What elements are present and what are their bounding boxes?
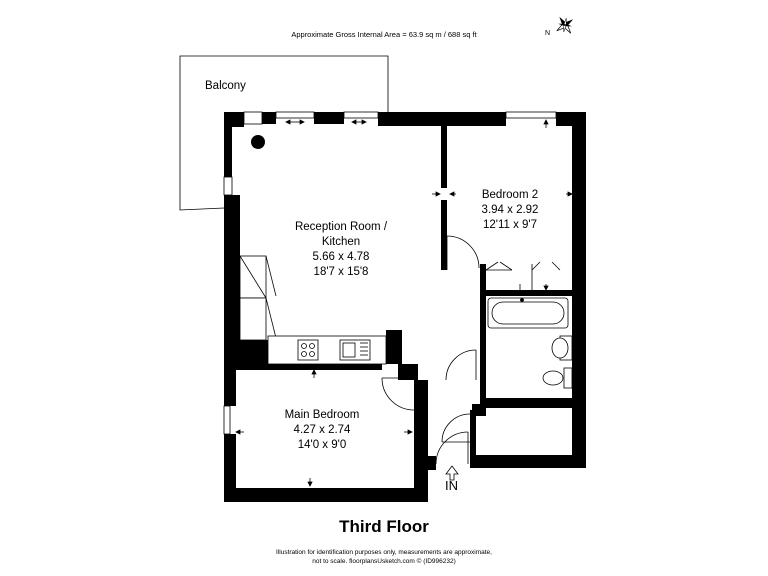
room-imperial-dimensions: 12'11 x 9'7 xyxy=(482,219,538,231)
room-imperial-dimensions: 14'0 x 9'0 xyxy=(297,439,347,451)
floor-title: Third Floor xyxy=(339,517,429,536)
room-label-bedroom-2: Bedroom 2 3.94 x 2.92 12'11 x 9'7 xyxy=(460,188,560,233)
room-name-line2: Kitchen xyxy=(321,236,361,248)
room-label-balcony: Balcony xyxy=(205,80,246,92)
entrance-arrow xyxy=(445,465,459,481)
compass-north-label: N xyxy=(545,30,551,37)
room-name-line1: Reception Room / xyxy=(294,221,388,233)
gross-internal-area-text: Approximate Gross Internal Area = 63.9 s… xyxy=(291,30,477,39)
walls xyxy=(224,112,586,502)
room-name: Bedroom 2 xyxy=(481,189,539,201)
dimension-arrows xyxy=(235,119,573,487)
bathroom-fixtures xyxy=(487,297,573,389)
balcony-outline xyxy=(179,55,389,211)
room-name: Main Bedroom xyxy=(284,409,360,421)
windows xyxy=(223,111,557,435)
entrance-label: IN xyxy=(445,478,458,493)
disclaimer: Illustration for identification purposes… xyxy=(0,549,768,566)
disclaimer-line-2: not to scale. floorplansUsketch.com © (I… xyxy=(312,557,456,565)
compass-rose-icon xyxy=(544,12,580,42)
room-metric-dimensions: 5.66 x 4.78 xyxy=(312,251,370,263)
room-metric-dimensions: 4.27 x 2.74 xyxy=(293,424,351,436)
room-label-main-bedroom: Main Bedroom 4.27 x 2.74 14'0 x 9'0 xyxy=(262,408,382,453)
round-column xyxy=(251,135,265,149)
disclaimer-line-1: Illustration for identification purposes… xyxy=(276,549,492,556)
room-metric-dimensions: 3.94 x 2.92 xyxy=(481,204,539,216)
room-imperial-dimensions: 18'7 x 15'8 xyxy=(313,266,369,278)
kitchen-units xyxy=(239,255,387,365)
doors xyxy=(381,235,561,465)
room-label-reception-kitchen: Reception Room / Kitchen 5.66 x 4.78 18'… xyxy=(266,220,416,280)
